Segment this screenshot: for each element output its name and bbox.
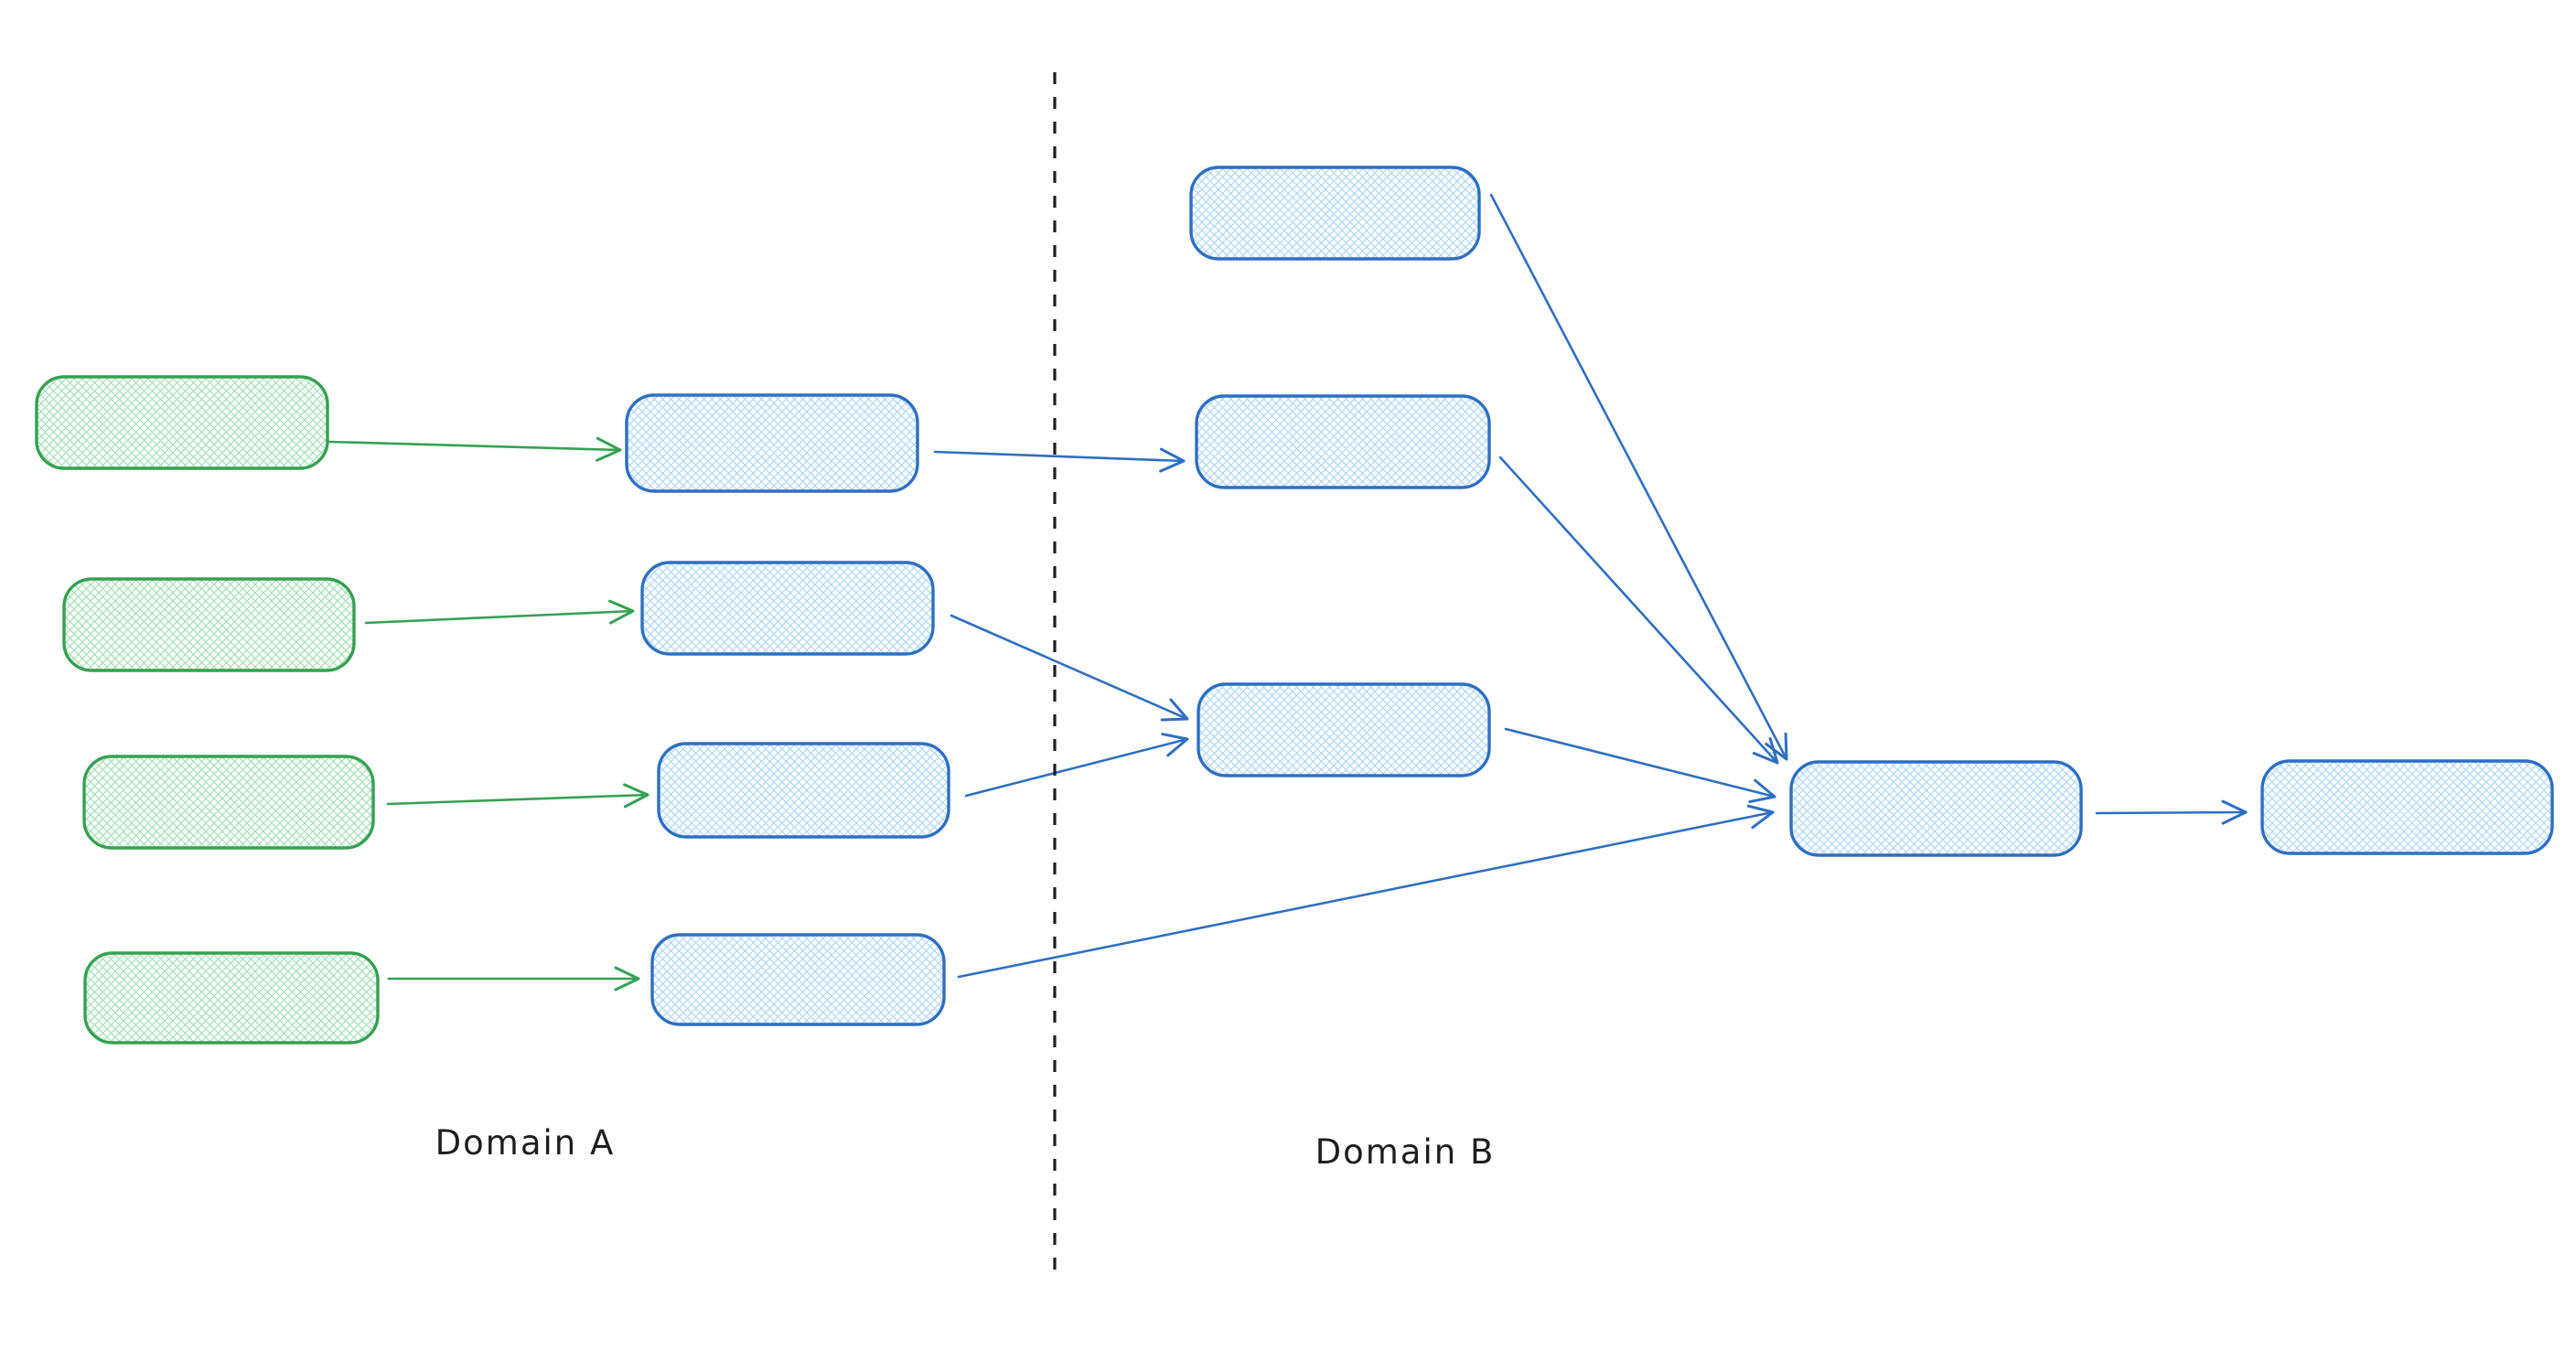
edge-source-a3-to-stage-a3 bbox=[386, 783, 649, 809]
node-node-b2 bbox=[1195, 394, 1491, 489]
edge-source-a2-to-stage-a2 bbox=[364, 599, 635, 625]
edge-stage-a1-to-node-b2 bbox=[933, 447, 1186, 473]
node-stage-a2 bbox=[640, 561, 935, 656]
node-source-a2 bbox=[62, 577, 356, 672]
edge-hub-b-to-output-b bbox=[2095, 799, 2248, 825]
edge-node-b1-to-hub-b bbox=[1489, 193, 1788, 761]
edge-stage-a3-to-node-b3 bbox=[964, 733, 1189, 798]
node-node-b3 bbox=[1197, 682, 1491, 777]
edge-node-b2-to-hub-b bbox=[1498, 456, 1779, 765]
domain-a-label: Domain A bbox=[435, 1123, 616, 1163]
node-stage-a1 bbox=[625, 393, 919, 493]
node-stage-a3 bbox=[657, 742, 950, 839]
node-source-a4 bbox=[83, 951, 380, 1045]
nodes-layer bbox=[35, 166, 2554, 1045]
edge-node-b3-to-hub-b bbox=[1504, 727, 1776, 804]
node-source-a3 bbox=[82, 755, 375, 850]
node-hub-b bbox=[1789, 760, 2083, 857]
node-stage-a4 bbox=[650, 933, 946, 1026]
domain-b-label: Domain B bbox=[1315, 1132, 1496, 1172]
edges-layer bbox=[327, 193, 2248, 991]
edge-source-a1-to-stage-a1 bbox=[327, 436, 622, 462]
edge-stage-a4-to-hub-b bbox=[957, 804, 1775, 979]
node-output-b bbox=[2260, 759, 2554, 855]
node-source-a1 bbox=[35, 375, 329, 470]
node-node-b1 bbox=[1189, 166, 1481, 261]
edge-stage-a2-to-node-b3 bbox=[950, 614, 1189, 722]
